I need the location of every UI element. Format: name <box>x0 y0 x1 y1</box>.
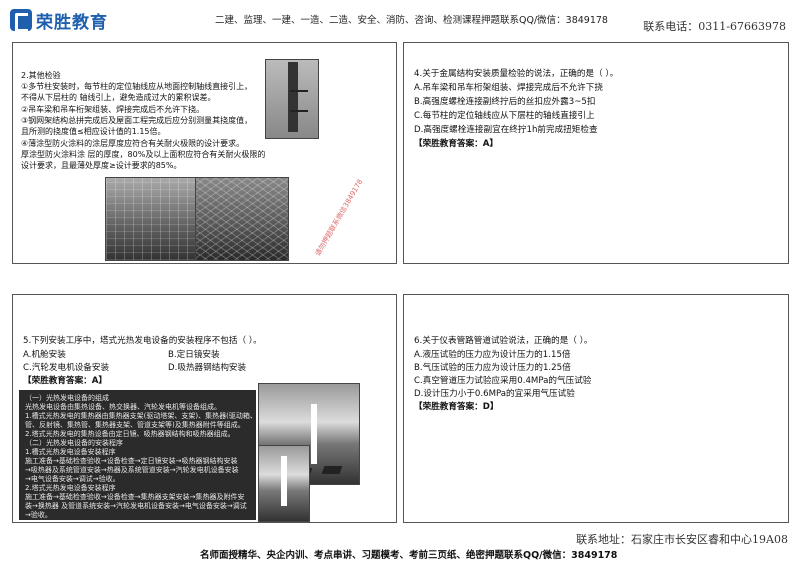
panel1-line: 2.其他检验 <box>21 71 61 80</box>
panel1-line: 不得从下层柱的 轴线引上，避免造成过大的累积误差。 <box>21 93 216 102</box>
logo: 荣胜教育 <box>10 6 118 34</box>
panel1-line: ③钢网架结构总拼完成后及屋面工程完成后应分别测量其挠度值， <box>21 116 253 125</box>
option-b: B.气压试验的压力应为设计压力的1.25倍 <box>414 363 571 373</box>
logo-text: 荣胜教育 <box>36 12 108 33</box>
notes-line: 2.塔式光热发电设备安装程序 <box>25 484 116 492</box>
option-d: D.吸热器钢结构安装 <box>168 363 247 373</box>
watermark: 请勿押题联系微信3849178 <box>313 177 365 258</box>
panel1-line: ①多节柱安装时，每节柱的定位轴线应从地面控制轴线直接引上， <box>21 82 253 91</box>
option-a: A.吊车梁和吊车桁架组装、焊接完成后不允许下挠 <box>414 83 603 93</box>
option-c: C.每节柱的定位轴线应从下层柱的轴线直接引上 <box>414 111 595 121</box>
question-text: 4.关于金属结构安装质量检验的说法，正确的是（ ）。 <box>414 69 619 79</box>
panel1-line: ②吊车梁和吊车桁架组装、焊接完成后不允许下挠。 <box>21 105 205 114</box>
notes-box: （一）光热发电设备的组成 光热发电设备由集热设备、热交换器、汽轮发电机等设备组成… <box>19 390 257 520</box>
option-c: C.真空管道压力试验应采用0.4MPa的气压试验 <box>414 376 592 386</box>
panel1-line: ④薄涂型防火涂料的涂层厚度应符合有关耐火极限的设计要求。 <box>21 139 245 148</box>
notes-line: （一）光热发电设备的组成 <box>25 394 109 402</box>
notes-line: 施工准备→基础检查验收→设备检查→集热器支架安装→集热器及附件安 <box>25 493 245 501</box>
steel-roof-photo <box>105 177 199 261</box>
panel1-line: 且所测的挠度值≤相应设计值的1.15倍。 <box>21 127 166 136</box>
option-d: D.设计压力小于0.6MPa的宜采用气压试验 <box>414 389 575 399</box>
panel1-line: 厚涂型防火涂料涂 层的厚度，80%及以上面积应符合有关耐火极限的 <box>21 150 266 159</box>
question-text: 5.下列安装工序中，塔式光热发电设备的安装程序不包括（ ）。 <box>23 336 262 346</box>
notes-line: 装→换热器 及管道系统安装→汽轮发电机设备安装→电气设备安装→调试 <box>25 502 247 510</box>
option-b: B.高强度螺栓连接副终拧后的丝扣应外露3~5扣 <box>414 97 596 107</box>
slide-panel-4: 6.关于仪表管路管道试验说法，正确的是（ ）。 A.液压试验的压力应为设计压力的… <box>403 294 789 523</box>
notes-line: →吸热器及系统管道安装→热器及系统管道安装→汽轮发电机设备安装 <box>25 466 239 474</box>
logo-icon <box>10 9 32 32</box>
option-a: A.液压试验的压力应为设计压力的1.15倍 <box>414 350 571 360</box>
notes-line: →电气设备安装→调试→验收。 <box>25 475 120 483</box>
space-frame-photo <box>195 177 289 261</box>
notes-line: →验收。 <box>25 511 52 519</box>
notes-line: 1.槽式光热发电设备安装程序 <box>25 448 116 456</box>
notes-line: 管、反射镜、集热管、集热器支架、管道支架等)及集热器附件等组成。 <box>25 421 245 429</box>
footer-slogan: 名师面授精华、央企内训、考点串讲、习题模考、考前三页纸、绝密押题联系QQ/微信：… <box>200 550 618 561</box>
slide-panel-1: 2.其他检验 ①多节柱安装时，每节柱的定位轴线应从地面控制轴线直接引上， 不得从… <box>12 42 397 264</box>
option-a: A.机舱安装 <box>23 350 66 360</box>
slide-panel-3: 5.下列安装工序中，塔式光热发电设备的安装程序不包括（ ）。 A.机舱安装 B.… <box>12 294 397 523</box>
option-d: D.高强度螺栓连接副宜在终拧1h前完成扭矩检查 <box>414 125 598 135</box>
answer-text: 【荣胜教育答案：A】 <box>414 139 498 149</box>
option-c: C.汽轮发电机设备安装 <box>23 363 110 373</box>
notes-line: （二）光热发电设备的安装程序 <box>25 439 123 447</box>
panel1-line: 设计要求，且最薄处厚度≥设计要求的85%。 <box>21 161 182 170</box>
answer-text: 【荣胜教育答案：D】 <box>414 402 499 412</box>
notes-line: 1.槽式光热发电的集热器由集热器支架(驱动塔架、支架)、集热器(驱动箱、 <box>25 412 257 420</box>
heliostat-photo <box>258 445 310 522</box>
footer-address: 联系地址：石家庄市长安区睿和中心19A08 <box>576 533 788 546</box>
option-b: B.定日镜安装 <box>168 350 220 360</box>
header-phone: 联系电话：0311-67663978 <box>643 20 786 33</box>
answer-text: 【荣胜教育答案：A】 <box>23 376 107 386</box>
notes-line: 光热发电设备由集热设备、热交换器、汽轮发电机等设备组成。 <box>25 403 221 411</box>
question-text: 6.关于仪表管路管道试验说法，正确的是（ ）。 <box>414 336 593 346</box>
notes-line: 施工准备→基础检查验收→设备检查→定日镜安装→吸热器钢结构安装 <box>25 457 238 465</box>
notes-line: 2.塔式光热发电的集热设备由定日镜、吸热器钢结构和吸热器组成。 <box>25 430 235 438</box>
steel-column-photo <box>265 59 319 139</box>
slide-panel-2: 4.关于金属结构安装质量检验的说法，正确的是（ ）。 A.吊车梁和吊车桁架组装、… <box>403 42 789 264</box>
header-courses: 二建、监理、一建、一造、二造、安全、消防、咨询、检测课程押题联系QQ/微信：38… <box>215 15 608 26</box>
